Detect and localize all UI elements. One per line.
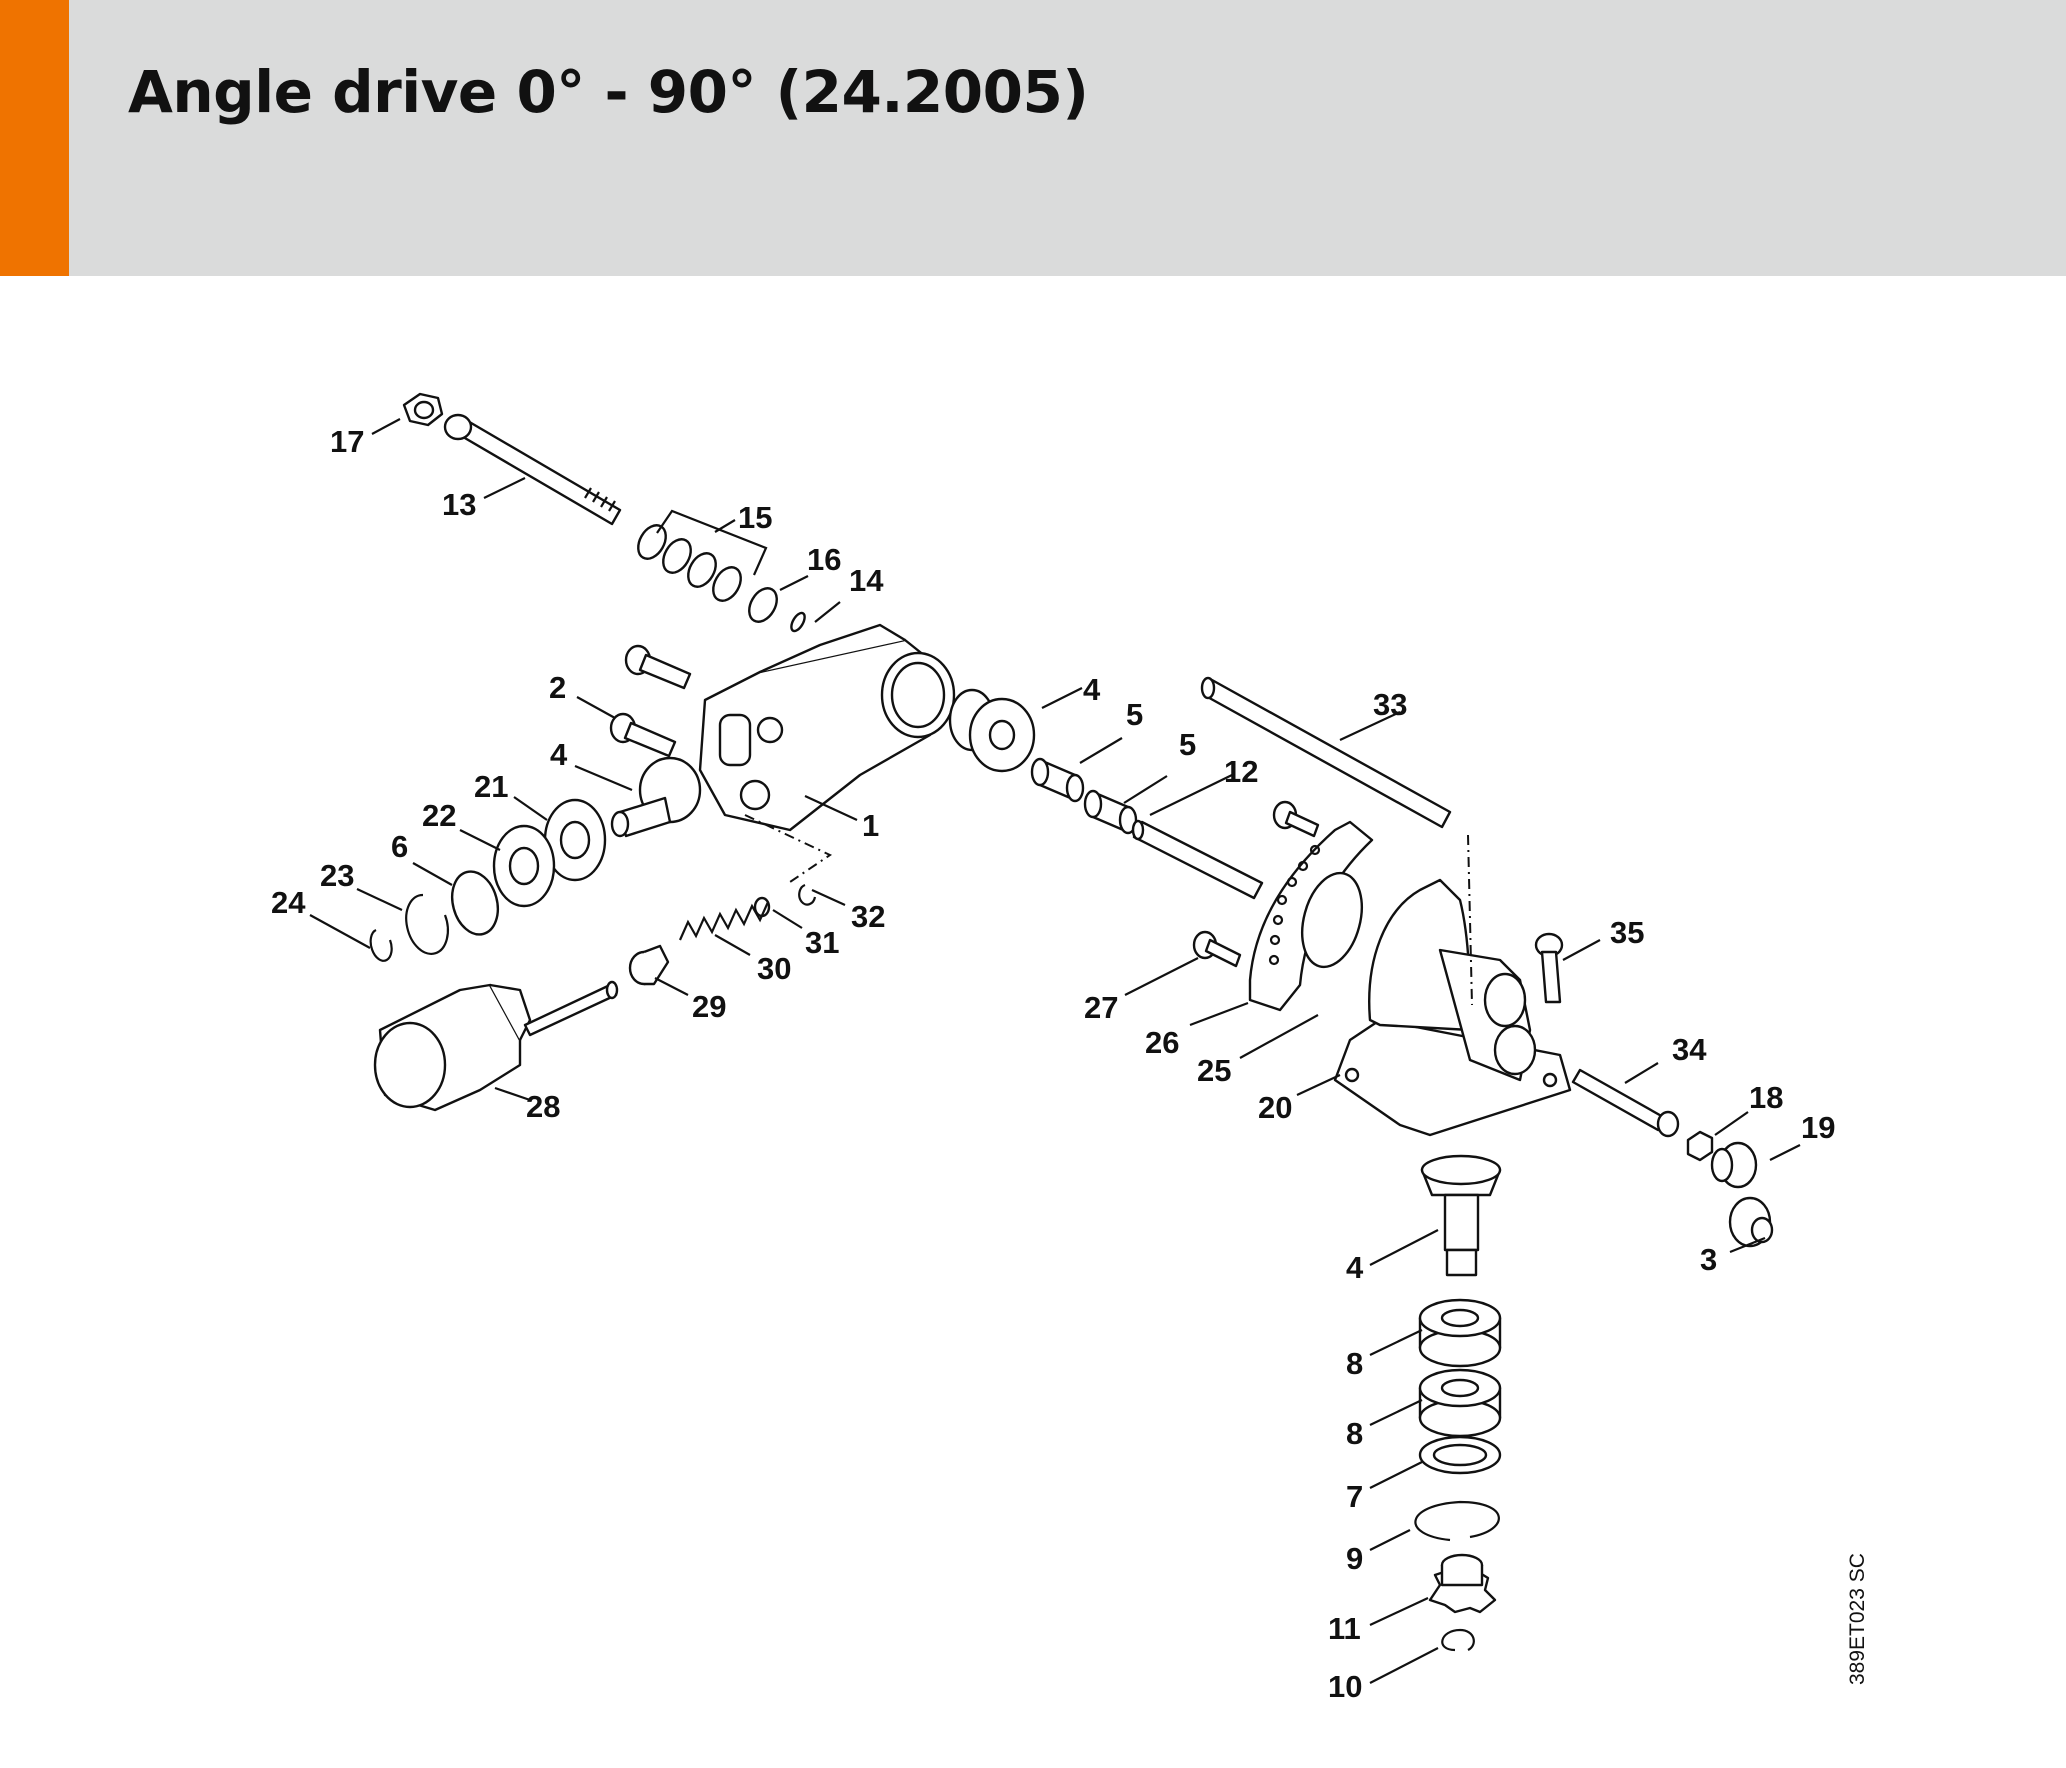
label-12: 12 bbox=[1224, 754, 1258, 789]
part-screw-27 bbox=[1192, 930, 1242, 968]
label-10: 10 bbox=[1328, 1669, 1362, 1704]
axis-line-right bbox=[1467, 834, 1473, 1006]
label-4-bottom: 4 bbox=[1346, 1250, 1364, 1285]
label-33: 33 bbox=[1373, 687, 1407, 722]
label-9: 9 bbox=[1346, 1541, 1363, 1576]
part-bearing-22 bbox=[492, 824, 556, 908]
label-29: 29 bbox=[692, 989, 726, 1024]
part-nut-17 bbox=[402, 392, 444, 427]
label-21: 21 bbox=[474, 769, 508, 804]
part-screw-35 bbox=[1534, 932, 1564, 1004]
label-24: 24 bbox=[271, 885, 306, 920]
part-gear-housing-20 bbox=[1333, 878, 1572, 1137]
label-3: 3 bbox=[1700, 1242, 1717, 1277]
part-gear-shaft-4-left bbox=[610, 756, 702, 838]
part-eclip-10 bbox=[1441, 1628, 1475, 1652]
label-17: 17 bbox=[330, 424, 364, 459]
part-oring-14 bbox=[790, 611, 806, 633]
label-2: 2 bbox=[549, 670, 566, 705]
label-15: 15 bbox=[738, 500, 772, 535]
label-26: 26 bbox=[1145, 1025, 1179, 1060]
label-27: 27 bbox=[1084, 990, 1118, 1025]
label-23: 23 bbox=[320, 858, 354, 893]
part-cap-19 bbox=[1710, 1141, 1758, 1189]
part-pin-12 bbox=[1131, 819, 1264, 900]
label-31: 31 bbox=[805, 925, 839, 960]
label-22: 22 bbox=[422, 798, 456, 833]
label-4-left: 4 bbox=[550, 737, 568, 772]
label-7: 7 bbox=[1346, 1479, 1363, 1514]
label-35: 35 bbox=[1610, 915, 1644, 950]
part-circlip-23 bbox=[405, 893, 449, 955]
part-sleeve-29 bbox=[628, 944, 670, 986]
label-20: 20 bbox=[1258, 1090, 1292, 1125]
label-13: 13 bbox=[442, 487, 476, 522]
page-title: Angle drive 0° - 90° (24.2005) bbox=[128, 58, 1089, 126]
part-handle-28 bbox=[373, 980, 619, 1112]
part-sprocket-11 bbox=[1428, 1553, 1497, 1614]
label-1: 1 bbox=[862, 808, 879, 843]
part-oring-25 bbox=[1301, 871, 1363, 969]
part-nut-18 bbox=[1686, 1130, 1714, 1162]
label-8b: 8 bbox=[1346, 1416, 1363, 1451]
label-30: 30 bbox=[757, 951, 791, 986]
label-16: 16 bbox=[807, 542, 841, 577]
part-screws-2 bbox=[609, 644, 692, 758]
part-bevel-gear-4-mid bbox=[948, 688, 1036, 773]
label-11: 11 bbox=[1328, 1611, 1361, 1646]
part-bushing-5a bbox=[1030, 757, 1085, 803]
label-18: 18 bbox=[1749, 1080, 1783, 1115]
label-28: 28 bbox=[526, 1089, 560, 1124]
part-screw-26-top bbox=[1272, 800, 1320, 838]
label-5a: 5 bbox=[1126, 697, 1143, 732]
axis-line-left bbox=[744, 814, 833, 883]
label-19: 19 bbox=[1801, 1110, 1835, 1145]
label-34: 34 bbox=[1672, 1032, 1707, 1067]
drawing-code: 389ET023 SC bbox=[1846, 1553, 1869, 1685]
part-washer-7 bbox=[1418, 1435, 1502, 1475]
label-14: 14 bbox=[849, 563, 884, 598]
part-clip-24 bbox=[369, 929, 393, 962]
part-pin-32 bbox=[798, 883, 817, 906]
part-washers-15 bbox=[637, 524, 742, 602]
part-spring-30 bbox=[678, 901, 770, 941]
part-bushing-5b bbox=[1083, 789, 1138, 835]
part-housing-1 bbox=[698, 623, 956, 832]
leader-lines bbox=[309, 418, 1801, 1684]
part-washer-16 bbox=[748, 587, 778, 623]
part-long-bolt-13 bbox=[443, 413, 622, 526]
label-6: 6 bbox=[391, 829, 408, 864]
label-32: 32 bbox=[851, 899, 885, 934]
accent-bar bbox=[0, 0, 69, 276]
part-bolt-34 bbox=[1571, 1068, 1680, 1138]
label-25: 25 bbox=[1197, 1053, 1231, 1088]
part-washer-6 bbox=[450, 870, 500, 936]
part-bevel-pinion-4-bottom bbox=[1420, 1154, 1502, 1277]
label-4-mid: 4 bbox=[1083, 672, 1101, 707]
part-plug-3 bbox=[1728, 1196, 1774, 1248]
header-band bbox=[0, 0, 2066, 276]
part-rod-33 bbox=[1200, 676, 1452, 829]
part-bearing-8a bbox=[1418, 1298, 1502, 1368]
part-circlip-9 bbox=[1414, 1500, 1500, 1542]
part-bearing-8b bbox=[1418, 1368, 1502, 1438]
label-5b: 5 bbox=[1179, 727, 1196, 762]
label-8a: 8 bbox=[1346, 1346, 1363, 1381]
